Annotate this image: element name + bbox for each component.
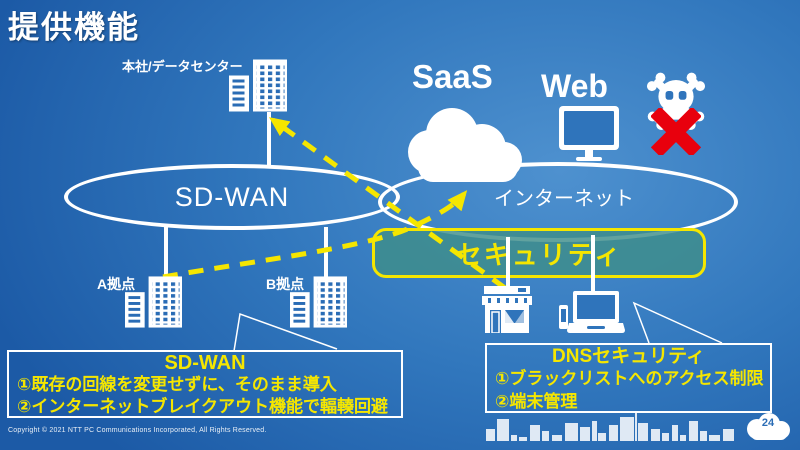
laptop-icon bbox=[559, 291, 625, 333]
building-icon bbox=[290, 276, 347, 328]
red-x-icon bbox=[651, 108, 701, 155]
site-a-label: A拠点 bbox=[97, 276, 136, 292]
security-band-label: セキュリティ bbox=[455, 239, 623, 270]
dns-note-item: ①ブラックリストへのアクセス制限 bbox=[495, 369, 764, 388]
sdwan-network-ellipse: SD-WAN bbox=[64, 164, 400, 230]
dns-note-item: ②端末管理 bbox=[495, 392, 578, 411]
sdwan-note-title: SD-WAN bbox=[164, 352, 246, 374]
page-number: 24 bbox=[761, 417, 775, 429]
copyright-text: Copyright © 2021 NTT PC Communications I… bbox=[8, 427, 267, 434]
building-icon bbox=[125, 276, 182, 328]
sdwan-note-box: SD-WAN ①既存の回線を変更せずに、そのまま導入 ②インターネットブレイクア… bbox=[7, 350, 403, 418]
sdwan-note-item: ②インターネットブレイクアウト機能で輻輳回避 bbox=[17, 397, 389, 416]
dns-note-box: DNSセキュリティ ①ブラックリストへのアクセス制限 ②端末管理 bbox=[485, 343, 772, 413]
internet-ellipse-label: インターネット bbox=[494, 188, 634, 210]
saas-label: SaaS bbox=[412, 58, 493, 95]
building-icon bbox=[229, 59, 287, 112]
site-b-label: B拠点 bbox=[266, 276, 305, 292]
sdwan-note-item: ①既存の回線を変更せずに、そのまま導入 bbox=[17, 375, 337, 394]
hq-label: 本社/データセンター bbox=[122, 59, 243, 74]
dns-note-title: DNSセキュリティ bbox=[552, 346, 705, 367]
city-skyline bbox=[486, 413, 734, 441]
sdwan-ellipse-label: SD-WAN bbox=[174, 181, 290, 212]
cloud-icon bbox=[408, 108, 522, 182]
web-label: Web bbox=[541, 68, 608, 104]
cloud-badge bbox=[747, 413, 790, 440]
storefront-icon bbox=[482, 286, 532, 333]
security-band: セキュリティ bbox=[372, 228, 706, 278]
page-title: 提供機能 bbox=[8, 10, 140, 45]
monitor-icon bbox=[559, 106, 619, 161]
